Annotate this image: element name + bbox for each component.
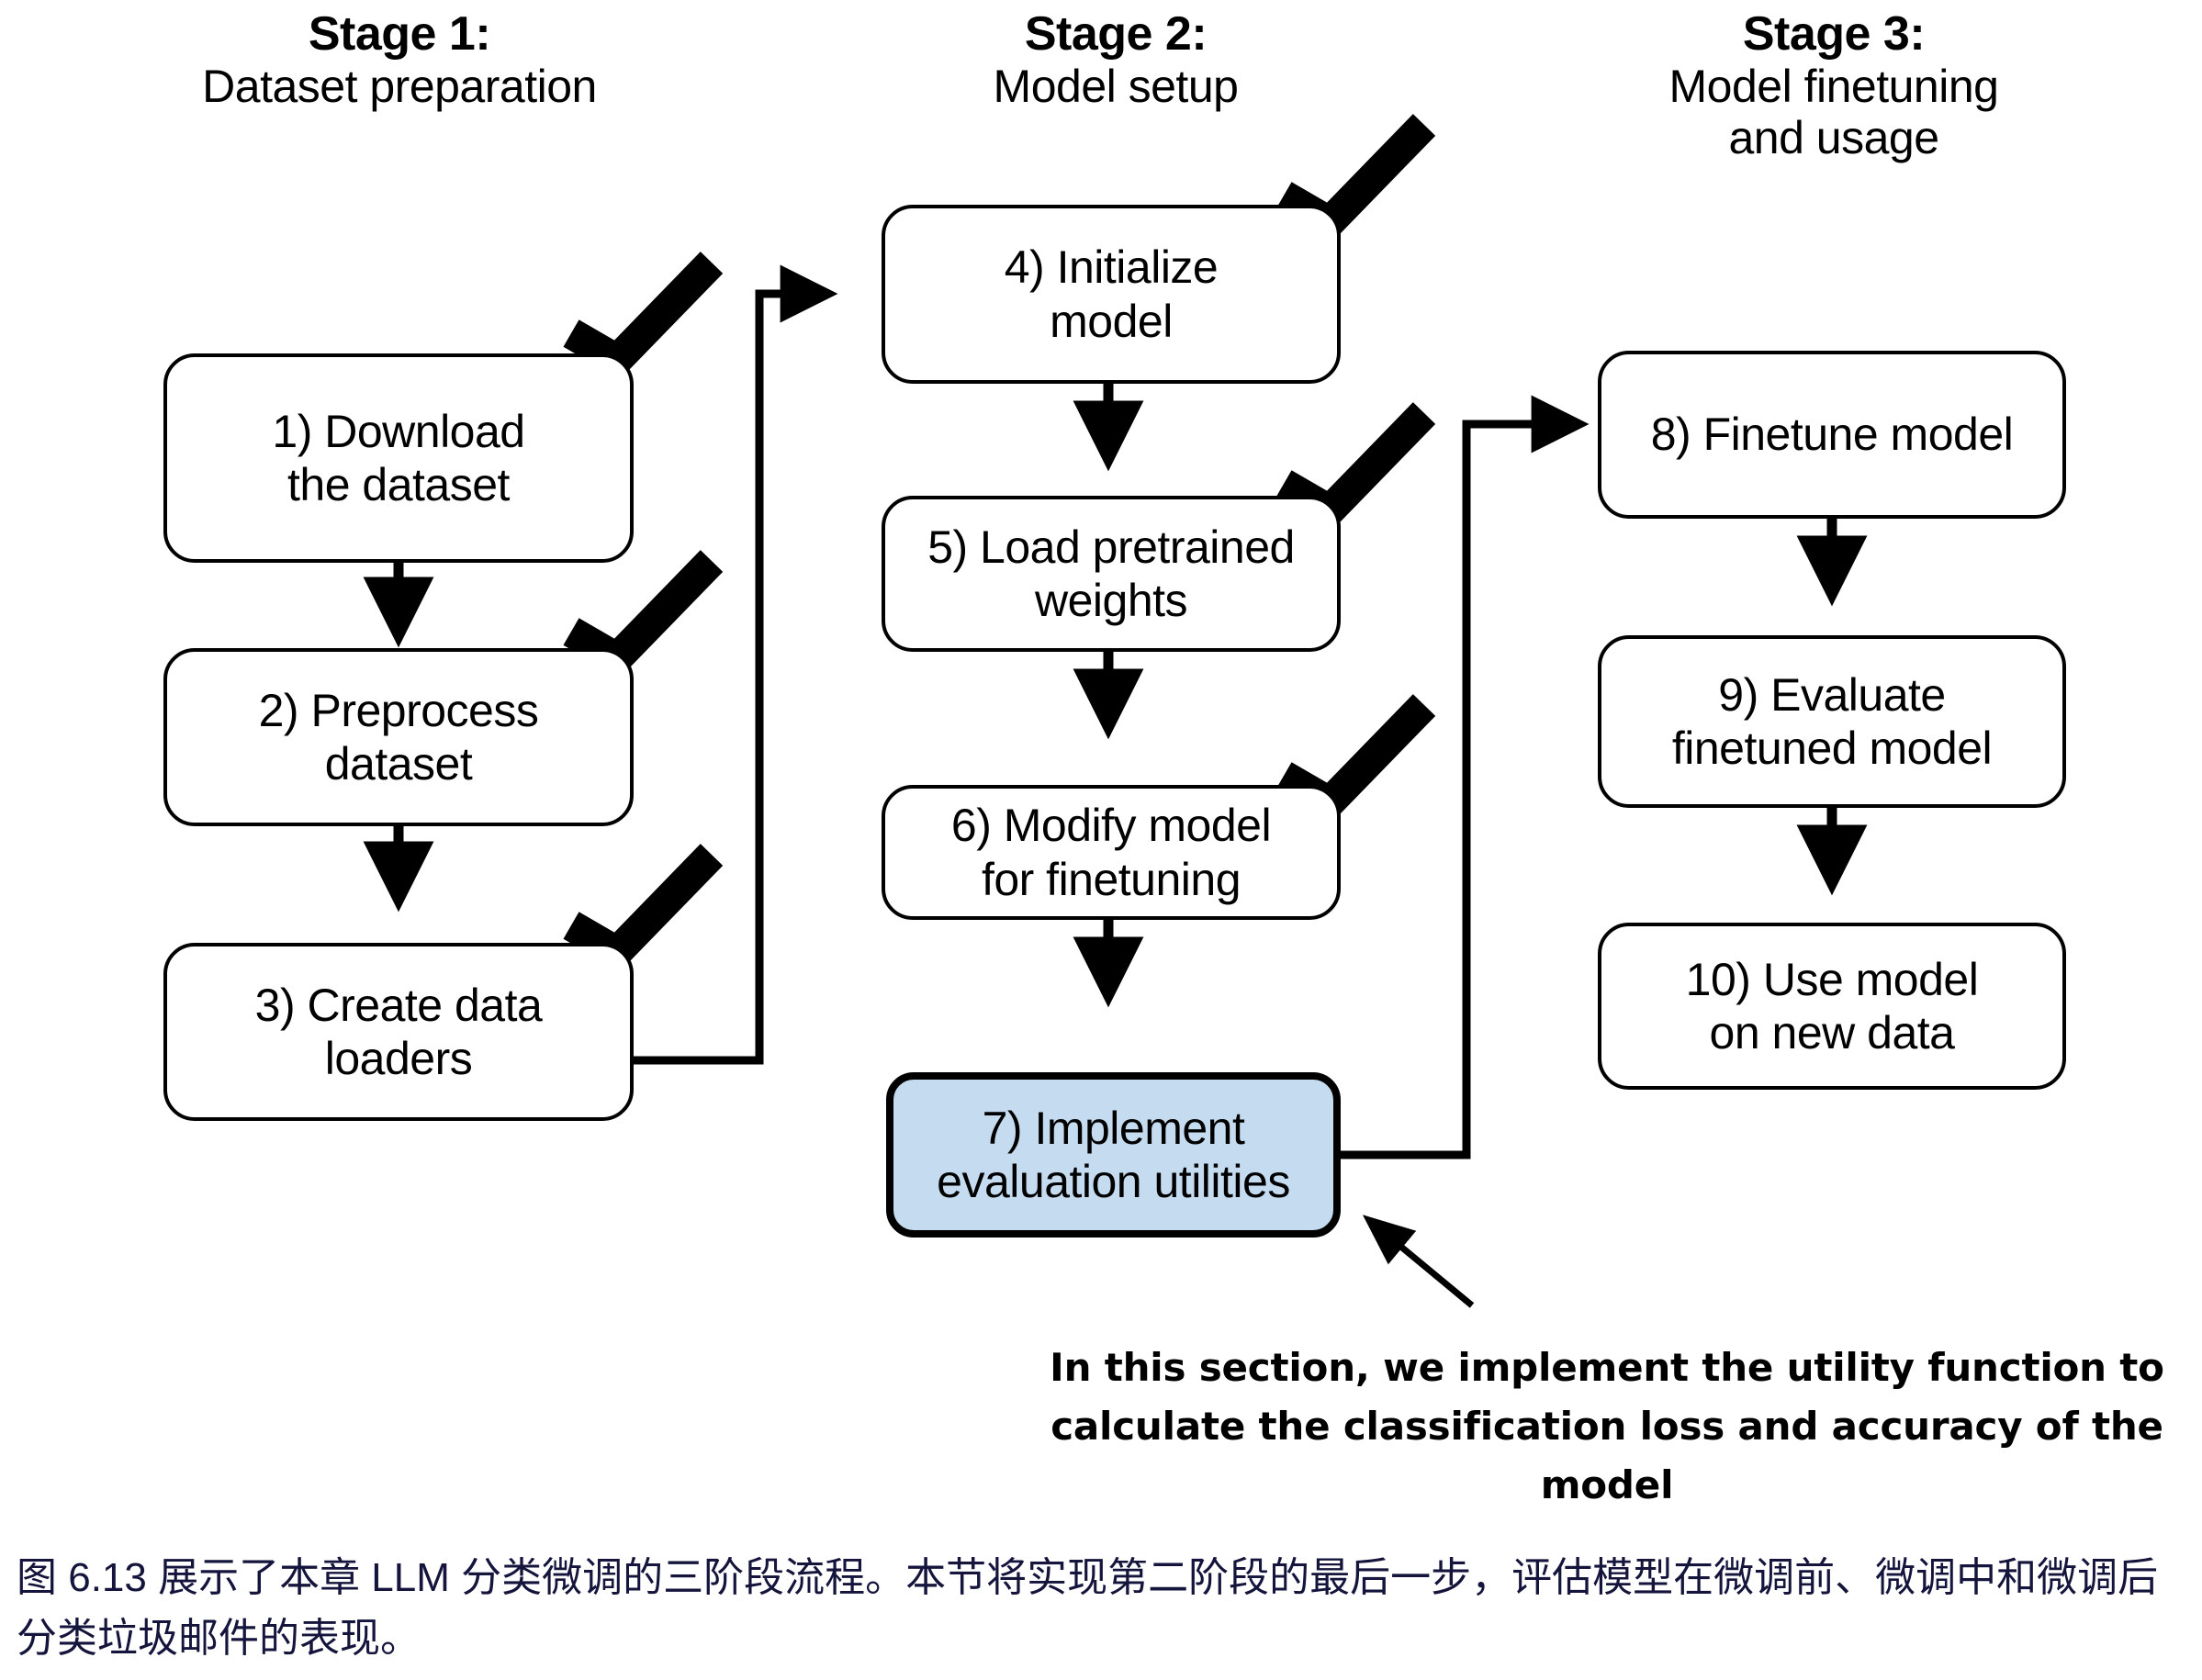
step-box-2-preprocess-dataset[interactable]: 2) Preprocess dataset [163, 648, 634, 826]
step-5-label: 5) Load pretrained weights [927, 521, 1295, 628]
step-box-1-download-the-dataset[interactable]: 1) Download the dataset [163, 353, 634, 563]
annotation-line-2: calculate the classification loss and ac… [1050, 1403, 2163, 1507]
step-9-label: 9) Evaluate finetuned model [1671, 668, 1993, 776]
step-3-line2: loaders [324, 1033, 473, 1084]
step-4-line2: model [1050, 295, 1173, 347]
step-box-5-load-pretrained-weights[interactable]: 5) Load pretrained weights [882, 496, 1341, 652]
step-1-line2: the dataset [287, 459, 510, 510]
step-2-label: 2) Preprocess dataset [259, 684, 539, 791]
step-4-line1: 4) Initialize [1004, 241, 1219, 293]
step-9-line2: finetuned model [1671, 722, 1993, 774]
step-7-label: 7) Implement evaluation utilities [937, 1102, 1290, 1209]
step-box-3-create-data-loaders[interactable]: 3) Create data loaders [163, 943, 634, 1121]
step-6-line1: 6) Modify model [950, 800, 1272, 851]
step-box-7-implement-evaluation-utilities[interactable]: 7) Implement evaluation utilities [886, 1072, 1341, 1238]
step-box-9-evaluate-finetuned-model[interactable]: 9) Evaluate finetuned model [1598, 635, 2066, 808]
step-4-label: 4) Initialize model [1005, 241, 1219, 348]
step-3-label: 3) Create data loaders [255, 979, 543, 1086]
checkmark-icon-step1 [563, 252, 724, 380]
annotation-line-1: In this section, we implement the utilit… [1050, 1345, 2164, 1390]
stage-2-title: Stage 2: [1024, 7, 1208, 61]
step-2-line1: 2) Preprocess [258, 684, 539, 736]
step-8-label: 8) Finetune model [1651, 408, 2014, 462]
step-10-line2: on new data [1709, 1007, 1955, 1058]
connector-stage2-to-stage3 [1341, 395, 1590, 1159]
stage-3-subtitle: Model finetuning [1668, 61, 1999, 113]
step-6-label: 6) Modify model for finetuning [950, 799, 1272, 906]
step-5-line1: 5) Load pretrained [927, 521, 1295, 573]
step-box-10-use-model-on-new-data[interactable]: 10) Use model on new data [1598, 923, 2066, 1090]
step-10-line1: 10) Use model [1685, 953, 1979, 1005]
step-7-line2: evaluation utilities [937, 1156, 1290, 1207]
column-header-stage-2: Stage 2: Model setup [817, 7, 1414, 112]
annotation-pointer-arrow [1362, 1215, 1475, 1308]
stage-1-title: Stage 1: [308, 7, 491, 61]
step-7-line1: 7) Implement [982, 1102, 1245, 1154]
step-3-line1: 3) Create data [254, 979, 543, 1031]
step-box-4-initialize-model[interactable]: 4) Initialize model [882, 205, 1341, 384]
step-box-8-finetune-model[interactable]: 8) Finetune model [1598, 351, 2066, 519]
step-1-label: 1) Download the dataset [272, 405, 525, 512]
step-5-line2: weights [1034, 575, 1188, 626]
step-2-line2: dataset [324, 738, 473, 790]
checkmark-icon-step3 [563, 844, 724, 972]
step-9-line1: 9) Evaluate [1718, 668, 1946, 721]
step-box-6-modify-model-for-finetuning[interactable]: 6) Modify model for finetuning [882, 785, 1341, 920]
step-8-line1: 8) Finetune model [1650, 409, 2014, 461]
checkmark-icon-step2 [563, 550, 724, 678]
column-header-stage-1: Stage 1: Dataset preparation [101, 7, 698, 112]
connector-stage1-to-stage2 [634, 264, 838, 1065]
column-header-stage-3: Stage 3: Model finetuning and usage [1535, 7, 2132, 163]
figure-caption: 图 6.13 展示了本章 LLM 分类微调的三阶段流程。本节将实现第二阶段的最后… [17, 1555, 2159, 1661]
step-10-label: 10) Use model on new data [1686, 953, 1979, 1060]
step-6-line2: for finetuning [981, 853, 1241, 905]
annotation-note: In this section, we implement the utilit… [1028, 1338, 2185, 1514]
stage-2-subtitle: Model setup [993, 61, 1239, 113]
stage-3-title: Stage 3: [1742, 7, 1926, 61]
stage-3-subtitle-line2: and usage [1728, 112, 1939, 164]
step-1-line1: 1) Download [272, 405, 525, 457]
stage-1-subtitle: Dataset preparation [202, 61, 597, 113]
